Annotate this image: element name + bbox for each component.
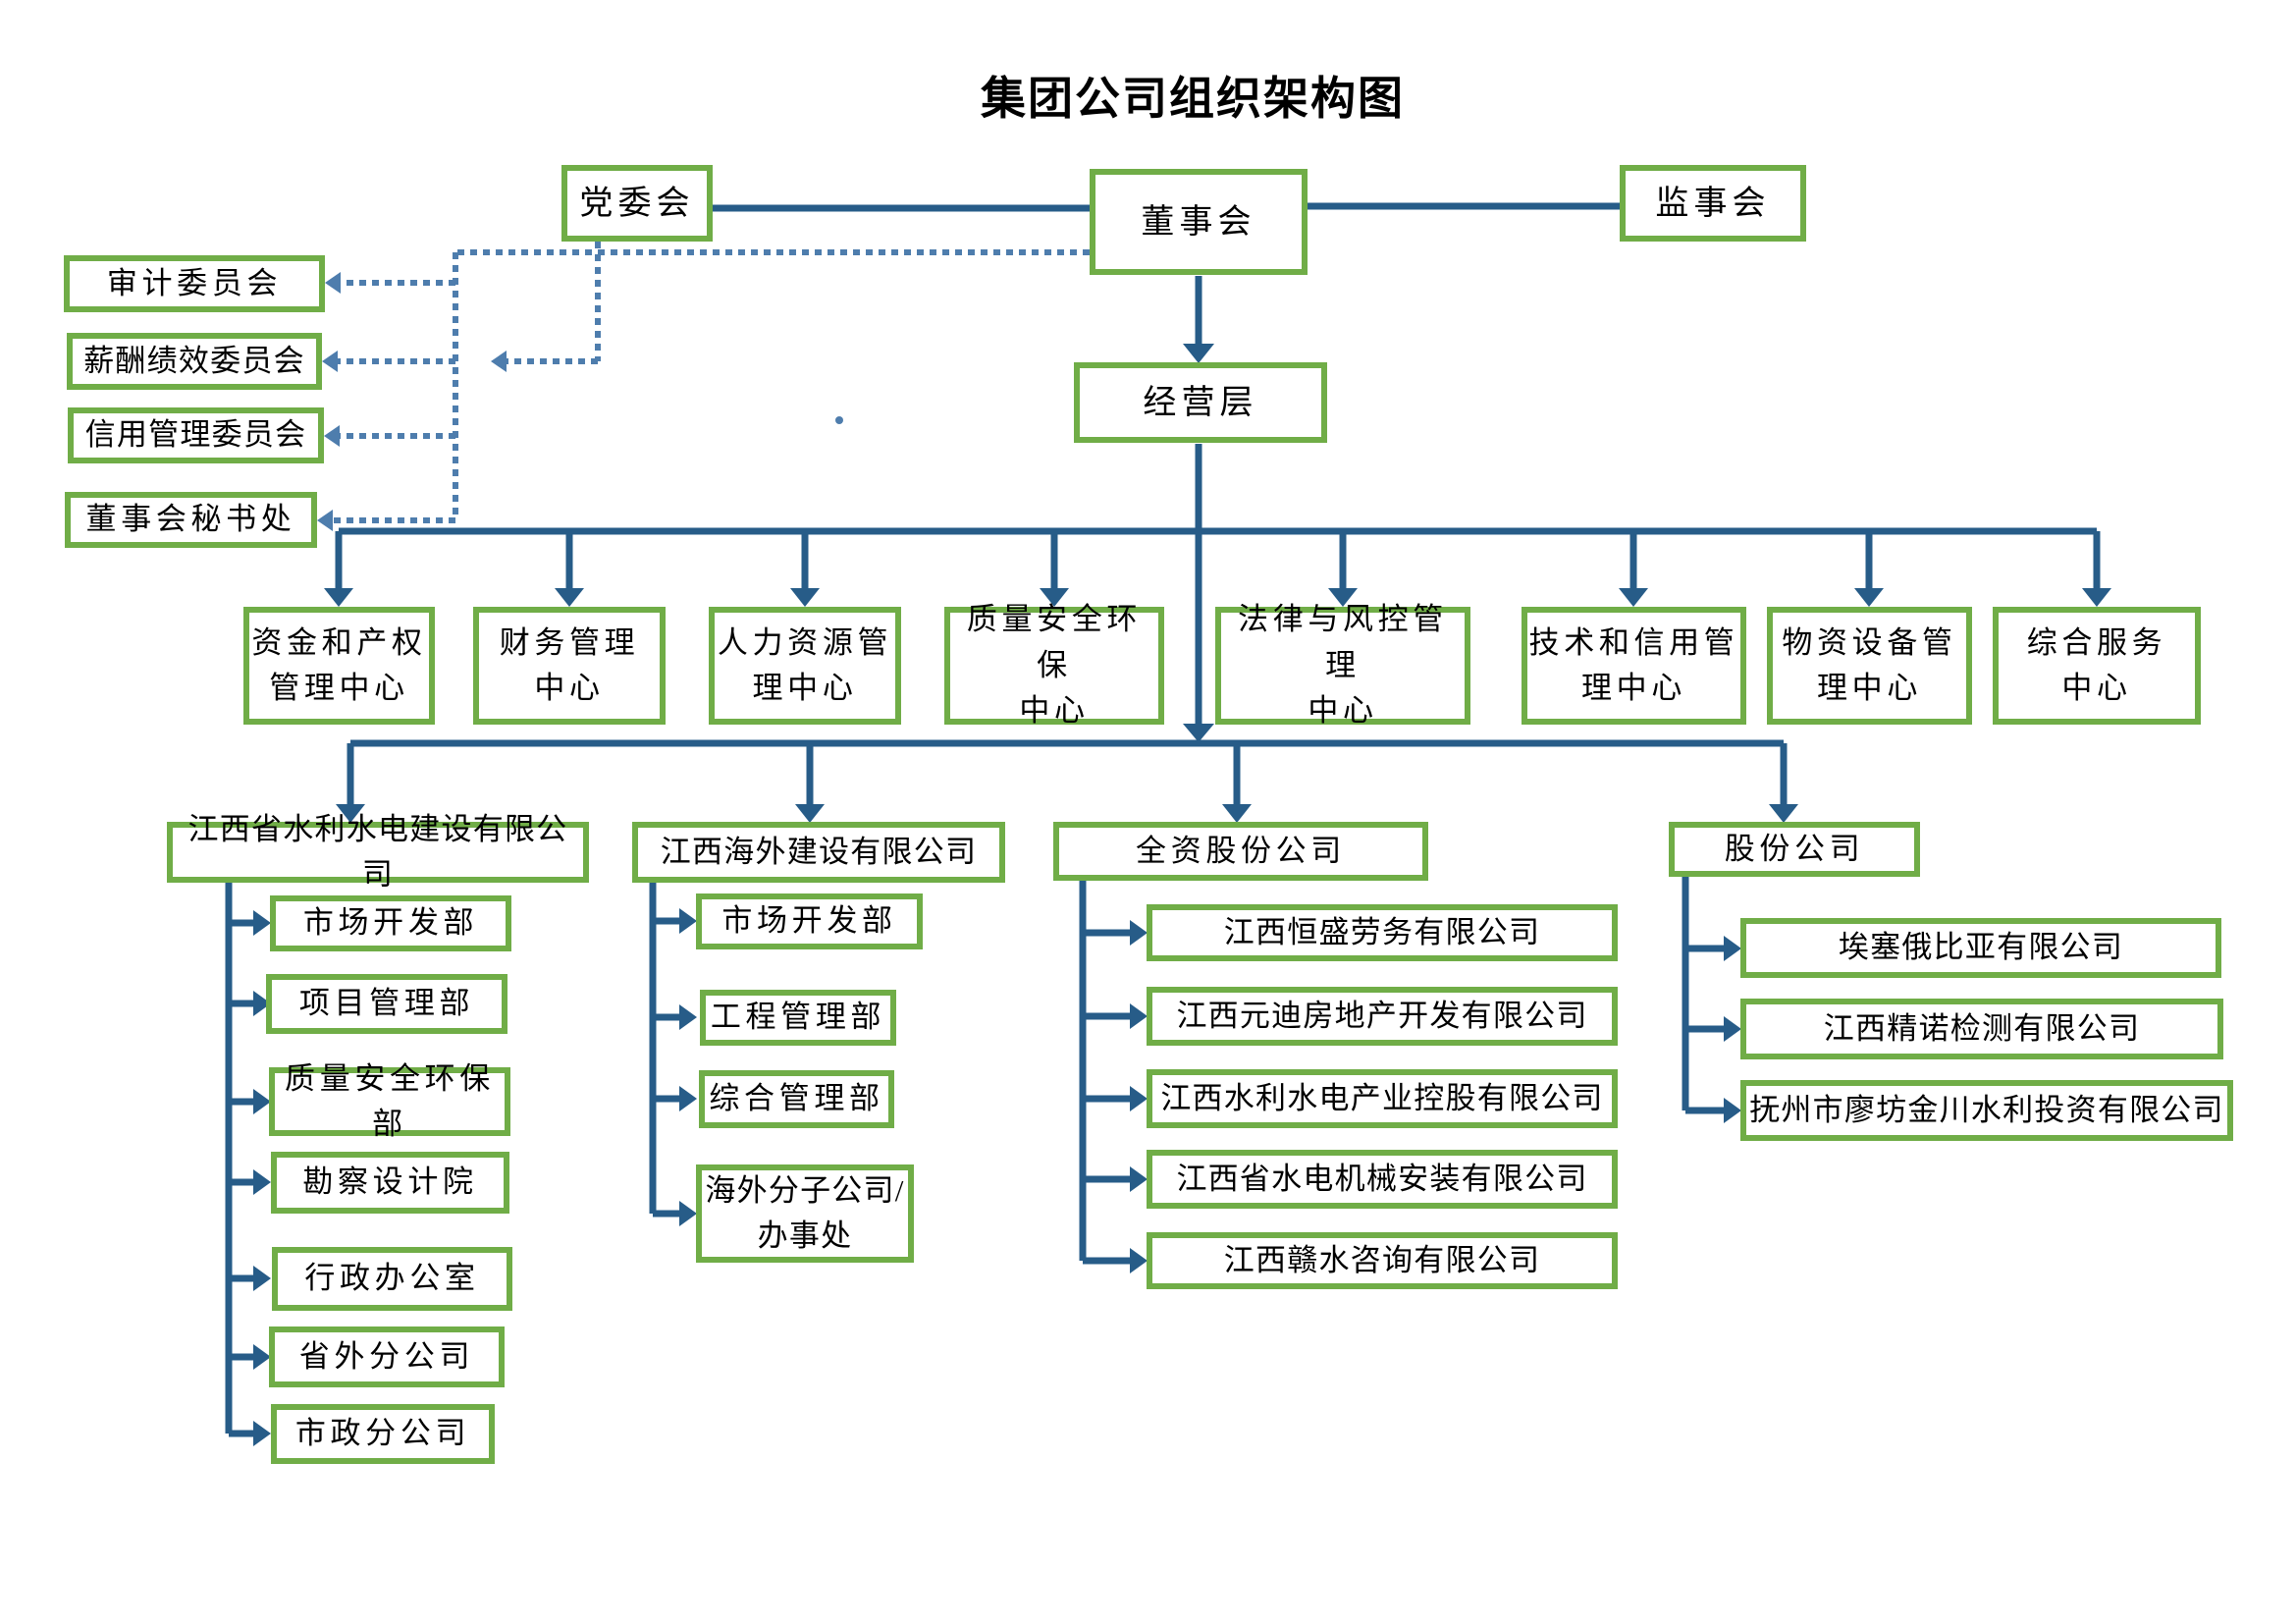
box-s3-ganshui-consulting-co: 江西赣水咨询有限公司 xyxy=(1147,1232,1618,1289)
box-center-human-resources: 人力资源管 理中心 xyxy=(709,607,901,725)
box-s3-hengsheng-labor-co: 江西恒盛劳务有限公司 xyxy=(1147,904,1618,961)
solid-connectors xyxy=(225,202,2101,1437)
box-s1-project-management-dept: 项目管理部 xyxy=(266,974,507,1034)
box-subsidiary-wholly-owned-companies: 全资股份公司 xyxy=(1053,822,1428,881)
dotted-connectors xyxy=(333,242,1090,523)
box-s1-municipal-branch: 市政分公司 xyxy=(271,1404,495,1464)
box-s2-engineering-management-dept: 工程管理部 xyxy=(700,990,896,1046)
box-s1-out-of-province-branch: 省外分公司 xyxy=(269,1326,505,1387)
page-title: 集团公司组织架构图 xyxy=(981,74,1405,124)
box-subsidiary-overseas-construction: 江西海外建设有限公司 xyxy=(632,822,1005,883)
box-s1-administrative-office: 行政办公室 xyxy=(272,1247,512,1311)
box-s4-jingnuo-testing-co: 江西精诺检测有限公司 xyxy=(1740,999,2223,1059)
box-s4-ethiopia-co: 埃塞俄比亚有限公司 xyxy=(1740,918,2221,978)
box-center-finance: 财务管理 中心 xyxy=(473,607,666,725)
box-s3-yuandi-real-estate-co: 江西元迪房地产开发有限公司 xyxy=(1147,987,1618,1046)
box-board-of-directors: 董事会 xyxy=(1090,169,1308,275)
box-s2-general-management-dept: 综合管理部 xyxy=(699,1070,894,1128)
box-s3-machinery-installation-co: 江西省水电机械安装有限公司 xyxy=(1147,1150,1618,1209)
box-center-quality-safety-env: 质量安全环保 中心 xyxy=(944,602,1164,728)
box-subsidiary-share-companies: 股份公司 xyxy=(1669,822,1920,877)
box-audit-committee: 审计委员会 xyxy=(64,255,325,312)
solid-arrowheads xyxy=(253,344,2111,1446)
box-board-secretariat: 董事会秘书处 xyxy=(65,492,317,548)
box-s2-overseas-branches-offices: 海外分子公司/ 办事处 xyxy=(696,1164,914,1263)
box-s1-quality-safety-env-dept: 质量安全环保部 xyxy=(269,1061,510,1141)
box-supervisory-board: 监事会 xyxy=(1620,165,1806,242)
box-s1-survey-design-institute: 勘察设计院 xyxy=(271,1152,509,1214)
box-center-funds-property: 资金和产权 管理中心 xyxy=(243,607,435,725)
box-s4-fuzhou-liaofang-jinchuan-investment-co: 抚州市廖坊金川水利投资有限公司 xyxy=(1740,1080,2233,1141)
box-center-general-services: 综合服务 中心 xyxy=(1993,607,2201,725)
box-s2-market-development-dept: 市场开发部 xyxy=(696,893,923,949)
box-management-level: 经营层 xyxy=(1074,362,1327,443)
box-s3-industry-holding-co: 江西水利水电产业控股有限公司 xyxy=(1147,1069,1618,1128)
box-center-tech-credit: 技术和信用管 理中心 xyxy=(1522,607,1746,725)
dotted-arrowheads xyxy=(317,272,507,531)
stray-dot xyxy=(835,416,843,424)
box-s1-market-development-dept: 市场开发部 xyxy=(270,895,511,951)
box-center-materials-equipment: 物资设备管 理中心 xyxy=(1767,607,1972,725)
box-credit-management-committee: 信用管理委员会 xyxy=(68,407,324,463)
box-center-legal-risk: 法律与风控管理 中心 xyxy=(1215,602,1470,728)
box-party-committee: 党委会 xyxy=(561,165,713,242)
box-subsidiary-water-conservancy-construction: 江西省水利水电建设有限公司 xyxy=(167,812,589,892)
box-compensation-performance-committee: 薪酬绩效委员会 xyxy=(67,333,322,390)
